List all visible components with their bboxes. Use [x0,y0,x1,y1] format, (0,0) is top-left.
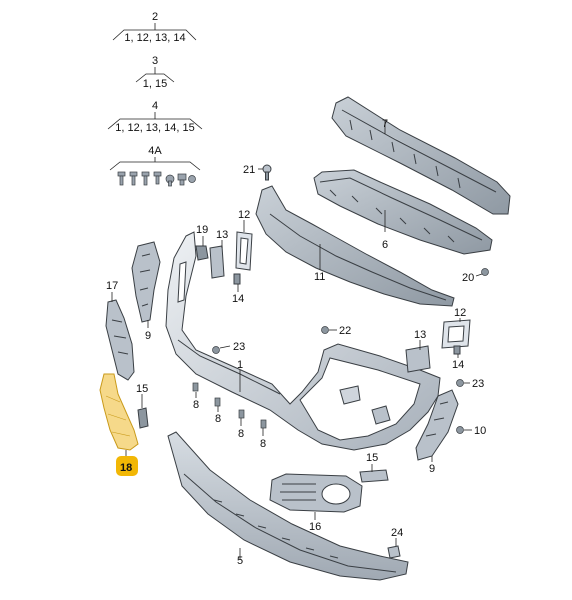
group-3-bracket [135,67,175,83]
label-part-20: 20 [462,272,474,284]
label-part-8-d: 8 [260,438,266,450]
label-part-1: 1 [237,359,243,371]
label-part-21: 21 [243,164,255,176]
part-11-upper-bracket [255,185,455,307]
group-4-number: 4 [152,100,158,112]
part-15-bracket-right [359,469,389,483]
part-21-screw [262,164,272,181]
part-19-clip [195,245,209,261]
part-15-clip-left [137,407,149,429]
label-part-14-b: 14 [452,359,464,371]
label-part-13-b: 13 [414,329,426,341]
label-part-8-b: 8 [215,413,221,425]
part-14-clip-left [233,273,241,285]
part-24-cap [387,545,401,559]
fastener-set-icon [117,171,196,187]
part-labels: 1 5 6 7 8 8 8 8 9 9 10 11 12 12 13 13 14… [106,118,486,567]
part-8-screw-3 [238,409,245,419]
part-22-screw [321,326,329,334]
screw-set [192,268,489,434]
part-13-bracket-right [405,345,431,373]
group-2-bracket [112,23,197,41]
part-6-carrier [313,169,493,255]
label-part-22: 22 [339,325,351,337]
part-7-impact-bar [331,96,511,215]
group-3-number: 3 [152,55,158,67]
label-part-17: 17 [106,280,118,292]
label-part-8-c: 8 [238,428,244,440]
part-16-fog-grille [269,473,363,513]
part-12-gasket-right [441,319,471,349]
part-20-screw [481,268,489,276]
group-4-contents: 1, 12, 13, 14, 15 [115,122,195,134]
group-4-bracket [107,112,203,130]
label-part-13-a: 13 [216,229,228,241]
label-part-5: 5 [237,555,243,567]
group-4a-bracket [109,157,201,171]
group-4: 4 1, 12, 13, 14, 15 [107,100,203,134]
label-part-18: 18 [120,462,132,474]
label-part-11: 11 [314,271,325,283]
part-8-screw-2 [214,397,221,407]
part-13-bracket-left [209,245,225,279]
part-23-screw-right [456,379,464,387]
part-5-lower-spoiler [167,431,409,581]
part-9-side-bracket-left [131,241,161,323]
leader-lines [111,120,483,560]
label-part-23-a: 23 [233,341,245,353]
label-part-23-b: 23 [472,378,484,390]
label-part-15-a: 15 [136,383,148,395]
part-12-gasket-left [235,231,253,271]
label-part-9-a: 9 [145,330,151,342]
part-18-highlight-badge [116,456,138,476]
label-part-16: 16 [309,521,321,533]
label-part-6: 6 [382,239,388,251]
label-part-9-b: 9 [429,463,435,475]
label-part-19: 19 [196,224,208,236]
part-1-bumper-cover [165,231,441,451]
group-4a-number: 4A [148,145,162,157]
label-part-12-a: 12 [238,209,250,221]
label-part-7: 7 [382,118,388,130]
group-4a: 4A [109,145,201,187]
group-2: 2 1, 12, 13, 14 [112,11,197,44]
part-23-screw-left [212,346,220,354]
group-2-number: 2 [152,11,158,23]
label-part-10: 10 [474,425,486,437]
group-2-contents: 1, 12, 13, 14 [124,32,185,44]
label-part-8-a: 8 [193,399,199,411]
label-part-15-b: 15 [366,452,378,464]
label-part-24: 24 [391,527,403,539]
part-18-air-duct [99,373,139,451]
group-3: 3 1, 15 [135,55,175,90]
part-14-clip-right [453,345,461,355]
label-part-12-b: 12 [454,307,466,319]
group-3-contents: 1, 15 [143,78,167,90]
part-8-screw-1 [192,382,199,392]
label-part-14-a: 14 [232,293,244,305]
part-10-screw [456,426,464,434]
part-17-air-guide [105,299,135,381]
part-8-screw-4 [260,419,267,429]
